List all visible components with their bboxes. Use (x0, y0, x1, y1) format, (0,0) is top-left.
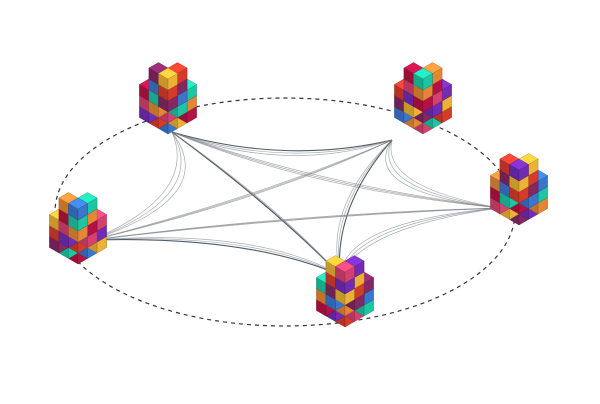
link-strand (171, 131, 501, 209)
ring-layer (54, 97, 516, 327)
cube (68, 197, 88, 221)
link-strand (171, 131, 393, 156)
node-right-cube-cluster-icon (490, 153, 548, 226)
cube (413, 67, 433, 91)
link-strand (91, 139, 393, 241)
cube (509, 158, 529, 182)
link-strand (388, 139, 501, 209)
link-strand (171, 131, 341, 276)
link-strand (91, 131, 178, 241)
link-strand (91, 238, 341, 276)
node-layer (49, 62, 548, 328)
link-strand (171, 131, 393, 154)
link-strand (91, 239, 341, 276)
link-top-left-left (91, 131, 186, 241)
link-strand (171, 131, 393, 152)
cube (335, 260, 355, 284)
link-top-right-right (385, 139, 501, 209)
link-strand (171, 131, 501, 209)
link-strand (91, 139, 393, 241)
link-strand (385, 139, 501, 209)
link-strand (91, 139, 393, 241)
link-strand (91, 131, 182, 241)
link-left-bottom (91, 237, 341, 276)
node-left-cube-cluster-icon (49, 192, 107, 265)
node-bottom-cube-cluster-icon (316, 255, 374, 328)
link-layer (91, 131, 501, 276)
node-top-right-cube-cluster-icon (394, 62, 452, 135)
link-strand (390, 139, 501, 209)
link-strand (91, 131, 186, 241)
link-strand (171, 131, 341, 276)
link-right-left (91, 207, 501, 241)
link-top-right-left (91, 139, 393, 241)
link-top-left-right (171, 131, 501, 209)
network-ring (54, 97, 516, 327)
link-strand (171, 131, 341, 276)
link-top-left-top-right (171, 131, 393, 156)
link-strand (91, 237, 341, 276)
node-top-left-cube-cluster-icon (139, 62, 197, 135)
cube (158, 67, 178, 91)
link-strand (91, 207, 501, 241)
link-top-left-bottom (171, 131, 341, 276)
link-strand (171, 131, 501, 209)
